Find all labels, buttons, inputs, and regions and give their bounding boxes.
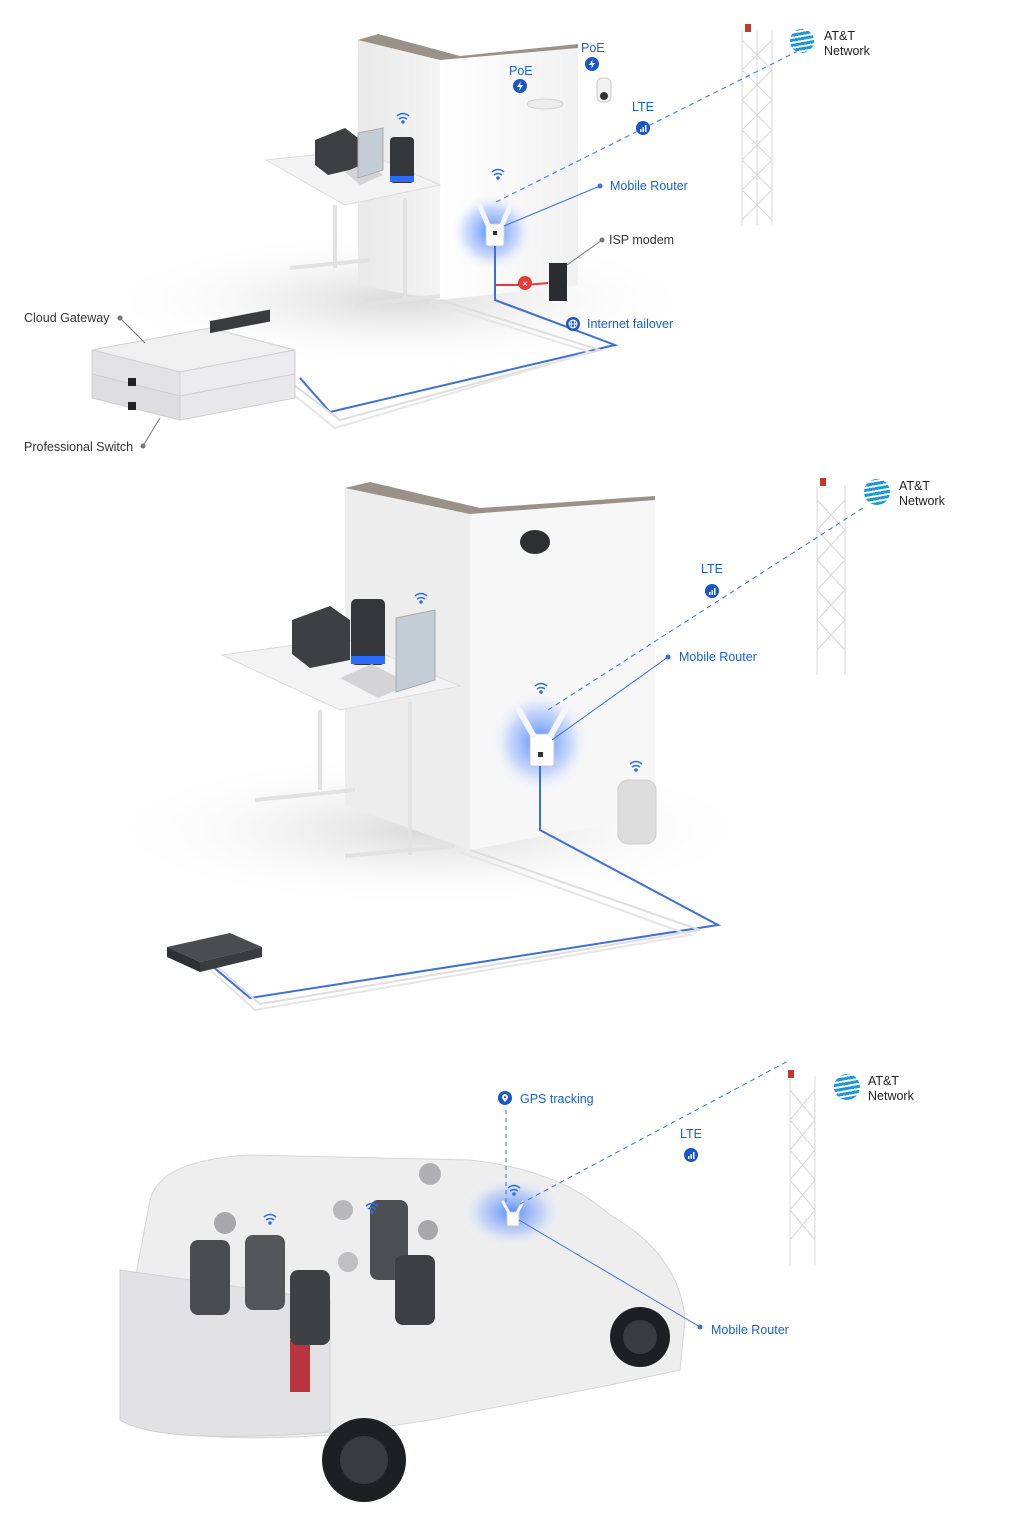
mobile-router-device — [506, 1211, 520, 1227]
mobile-router-label: Mobile Router — [679, 650, 757, 664]
van — [119, 1154, 686, 1502]
printer — [315, 128, 358, 175]
signal-icon — [705, 584, 719, 598]
wall-top — [358, 34, 578, 60]
laptop-screen — [395, 609, 436, 693]
att-globe-icon — [834, 1074, 860, 1100]
bolt-icon — [585, 57, 599, 71]
mobile-router-label: Mobile Router — [711, 1323, 789, 1337]
carrier-name: AT&T — [868, 1074, 900, 1088]
location-pin-icon — [498, 1091, 512, 1105]
lte-label: LTE — [680, 1127, 702, 1141]
tail-light — [290, 1340, 310, 1392]
globe-icon — [566, 317, 580, 331]
poe-label-camera: PoE — [581, 41, 605, 55]
failover-cable — [299, 246, 619, 414]
small-switch — [167, 933, 262, 972]
wifi-icon — [629, 760, 643, 772]
cell-tower — [816, 478, 846, 675]
poe-label-ap: PoE — [509, 64, 533, 78]
signal-icon — [684, 1148, 698, 1162]
dome-camera — [520, 530, 550, 554]
att-globe-icon — [790, 29, 814, 53]
gps-tracking-label: GPS tracking — [520, 1092, 594, 1106]
internet-failover-label: Internet failover — [587, 317, 674, 331]
bolt-icon — [513, 79, 527, 93]
signal-icon — [636, 121, 650, 135]
carrier-name: AT&T — [899, 479, 931, 493]
lte-label: LTE — [701, 562, 723, 576]
uplink-cable — [204, 766, 722, 1000]
isp-modem-label: ISP modem — [609, 233, 675, 247]
mobile-router-device — [529, 733, 555, 767]
wifi-icon — [263, 1213, 277, 1225]
office-primary-illustration — [100, 478, 867, 1012]
scenario-office-failover: × — [0, 0, 1028, 470]
office-failover-illustration: × — [91, 24, 801, 449]
laptop-base — [340, 664, 410, 698]
smart-speaker — [390, 137, 414, 183]
lte-link — [495, 49, 801, 203]
carrier-name: AT&T — [824, 29, 856, 43]
wall-top — [345, 482, 655, 514]
wireless-speaker — [617, 779, 657, 845]
lte-label: LTE — [632, 100, 654, 114]
failure-x-icon — [518, 276, 532, 290]
wifi-icon — [396, 112, 410, 124]
isp-modem-device — [549, 263, 567, 301]
vehicle-illustration — [119, 1059, 816, 1502]
laptop-screen — [357, 127, 384, 179]
ceiling-access-point — [526, 98, 564, 110]
wifi-icon — [491, 168, 505, 180]
professional-switch-label: Professional Switch — [24, 440, 134, 454]
cell-tower — [741, 24, 773, 225]
cell-tower — [788, 1070, 816, 1265]
wifi-icon — [507, 1184, 521, 1196]
lte-link — [519, 1059, 791, 1205]
carrier-network: Network — [899, 494, 945, 508]
carrier-network: Network — [868, 1089, 914, 1103]
wifi-icon — [414, 592, 428, 604]
carrier-network: Network — [824, 44, 870, 58]
printer — [292, 606, 350, 668]
rack-stack — [91, 309, 296, 421]
wifi-icon — [534, 682, 548, 694]
att-globe-icon — [864, 479, 890, 505]
cloud-gateway-label: Cloud Gateway — [24, 311, 110, 325]
svg-text:×: × — [522, 279, 528, 290]
wifi-icon — [365, 1202, 379, 1214]
smart-speaker — [351, 599, 385, 665]
mobile-router-label: Mobile Router — [610, 179, 688, 193]
